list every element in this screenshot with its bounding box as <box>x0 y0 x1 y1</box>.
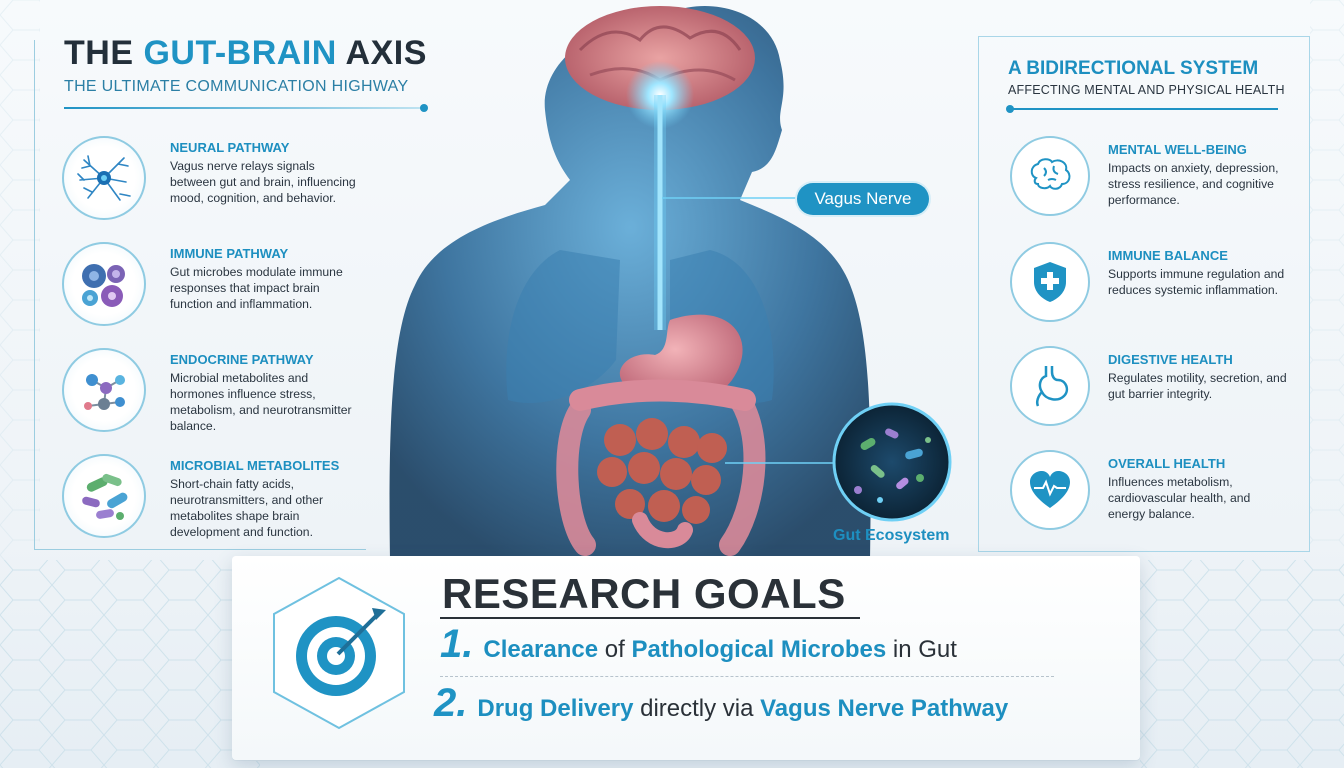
goal-item-1: 1. Clearance of Pathological Microbes in… <box>440 622 957 667</box>
goal-text: Drug Delivery directly via Vagus Nerve P… <box>477 695 1008 723</box>
effect-title: DIGESTIVE HEALTH <box>1108 352 1233 367</box>
pathway-title: ENDOCRINE PATHWAY <box>170 352 314 367</box>
system-subtitle: AFFECTING MENTAL AND PHYSICAL HEALTH <box>1008 83 1285 97</box>
pathway-title: NEURAL PATHWAY <box>170 140 290 155</box>
gut-ecosystem-label: Gut Ecosystem <box>833 527 950 544</box>
goal-number: 1. <box>440 622 474 666</box>
vagus-nerve-label: Vagus Nerve <box>797 183 929 215</box>
title-accent: GUT-BRAIN <box>143 34 337 72</box>
system-title: A BIDIRECTIONAL SYSTEM <box>1008 58 1259 79</box>
effect-item-overall: OVERALL HEALTH Influences metabolism, ca… <box>1010 450 1300 540</box>
pathway-description: Vagus nerve relays signals between gut a… <box>170 159 356 205</box>
research-goals-heading: RESEARCH GOALS <box>442 570 846 617</box>
page-subtitle: THE ULTIMATE COMMUNICATION HIGHWAY <box>64 78 409 95</box>
effect-title: IMMUNE BALANCE <box>1108 248 1228 263</box>
microbes-icon <box>62 454 146 538</box>
effect-item-immune: IMMUNE BALANCE Supports immune regulatio… <box>1010 242 1300 332</box>
shield-plus-icon <box>1010 242 1090 322</box>
heart-pulse-icon <box>1010 450 1090 530</box>
brain-icon <box>1010 136 1090 216</box>
effect-title: OVERALL HEALTH <box>1108 456 1226 471</box>
goal-item-2: 2. Drug Delivery directly via Vagus Nerv… <box>434 681 1008 726</box>
system-divider <box>1008 108 1278 110</box>
goal-highlight: Clearance <box>483 636 599 663</box>
neuron-icon <box>62 136 146 220</box>
effect-description: Supports immune regulation and reduces s… <box>1108 267 1285 297</box>
pathway-description: Microbial metabolites and hormones influ… <box>170 371 352 433</box>
pathway-item-metabolites: MICROBIAL METABOLITES Short-chain fatty … <box>62 454 362 554</box>
left-panel-frame <box>34 40 366 550</box>
goal-text: Clearance of Pathological Microbes in Gu… <box>483 636 957 664</box>
target-icon <box>273 576 405 730</box>
pathway-description: Short-chain fatty acids, neurotransmitte… <box>170 477 324 539</box>
title-divider <box>64 107 424 109</box>
page-title: THE GUT-BRAIN AXIS <box>64 34 427 73</box>
effect-item-digestive: DIGESTIVE HEALTH Regulates motility, sec… <box>1010 346 1300 436</box>
pathway-description: Gut microbes modulate immune responses t… <box>170 265 343 311</box>
goals-divider <box>440 676 1054 677</box>
goal-highlight: Vagus Nerve Pathway <box>760 695 1009 722</box>
goal-number: 2. <box>434 681 468 725</box>
pathway-item-endocrine: ENDOCRINE PATHWAY Microbial metabolites … <box>62 348 362 448</box>
human-body-illustration <box>389 6 952 560</box>
title-suffix: AXIS <box>336 34 427 72</box>
pathway-title: MICROBIAL METABOLITES <box>170 458 340 473</box>
pathway-item-immune: IMMUNE PATHWAY Gut microbes modulate imm… <box>62 242 362 342</box>
immune-cells-icon <box>62 242 146 326</box>
title-prefix: THE <box>64 34 144 72</box>
molecule-icon <box>62 348 146 432</box>
goal-text-part: in Gut <box>886 636 957 663</box>
right-panel-frame <box>978 36 1310 552</box>
goal-highlight: Drug Delivery <box>477 695 634 722</box>
effect-description: Regulates motility, secretion, and gut b… <box>1108 371 1287 401</box>
goals-heading-underline <box>440 617 860 619</box>
goal-highlight: Pathological Microbes <box>631 636 887 663</box>
effect-description: Impacts on anxiety, depression, stress r… <box>1108 161 1279 207</box>
system-divider-dot <box>1006 105 1014 113</box>
effect-title: MENTAL WELL-BEING <box>1108 142 1247 157</box>
effect-item-mental: MENTAL WELL-BEING Impacts on anxiety, de… <box>1010 136 1300 226</box>
goal-text-part: of <box>598 636 632 663</box>
stomach-icon <box>1010 346 1090 426</box>
pathway-title: IMMUNE PATHWAY <box>170 246 289 261</box>
pathway-item-neural: NEURAL PATHWAY Vagus nerve relays signal… <box>62 136 362 236</box>
title-divider-dot <box>420 104 428 112</box>
goal-text-part: directly via <box>633 695 761 722</box>
effect-description: Influences metabolism, cardiovascular he… <box>1108 475 1251 521</box>
